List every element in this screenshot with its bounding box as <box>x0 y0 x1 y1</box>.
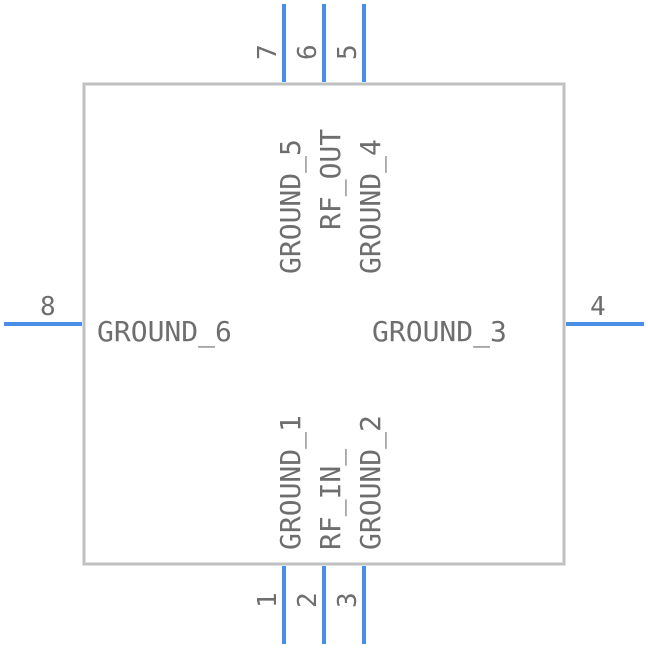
pin-4-name: GROUND_3 <box>372 315 507 349</box>
pin-8-number: 8 <box>40 292 56 322</box>
pin-4-number: 4 <box>590 292 606 322</box>
pin-3-number: 3 <box>333 592 363 608</box>
pin-6-name: RF_OUT <box>314 129 348 230</box>
pin-7-number: 7 <box>253 44 283 60</box>
pin-1-name: GROUND_1 <box>274 415 308 550</box>
pin-5-name: GROUND_4 <box>354 139 388 274</box>
component-body <box>82 82 566 566</box>
pin-5-number: 5 <box>333 44 363 60</box>
pin-8-name: GROUND_6 <box>97 315 232 349</box>
pin-7-name: GROUND_5 <box>274 139 308 274</box>
pin-2-name: RF_IN_ <box>314 449 348 550</box>
pin-6-number: 6 <box>293 44 323 60</box>
pin-3-name: GROUND_2 <box>354 415 388 550</box>
pin-1-number: 1 <box>253 592 283 608</box>
pin-2-number: 2 <box>293 592 323 608</box>
